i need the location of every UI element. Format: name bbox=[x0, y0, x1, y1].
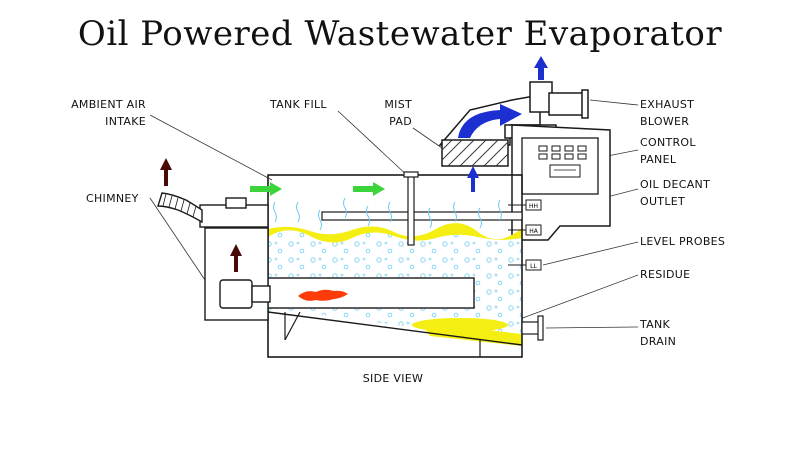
leader-ambient-air bbox=[149, 114, 273, 181]
flame bbox=[298, 289, 348, 301]
leader-residue bbox=[511, 274, 639, 323]
leader-level-probes bbox=[542, 241, 639, 266]
leader-tank-fill bbox=[337, 110, 411, 179]
level-probes bbox=[508, 199, 542, 271]
exhaust-arrow-pad bbox=[467, 166, 479, 192]
air-intake-arrow-1 bbox=[250, 182, 282, 196]
label-control-panel: CONTROL PANEL bbox=[640, 136, 696, 166]
label-chimney: CHIMNEY bbox=[86, 192, 139, 205]
exhaust-arrow-curved bbox=[458, 104, 522, 138]
label-tank-fill: TANK FILL bbox=[270, 98, 327, 111]
label-side-view: SIDE VIEW bbox=[362, 372, 424, 385]
probe-hh-label: HH bbox=[529, 203, 538, 210]
steam-wisps bbox=[273, 197, 502, 231]
label-level-probes: LEVEL PROBES bbox=[640, 235, 726, 248]
probe-ll-label: LL bbox=[530, 263, 537, 270]
tank bbox=[267, 171, 544, 358]
mist-pad bbox=[441, 139, 509, 167]
label-mist-pad: MIST PAD bbox=[384, 98, 412, 128]
label-ambient-air-intake: AMBIENT AIR INTAKE bbox=[71, 98, 146, 128]
hot-air-arrow-burner bbox=[230, 244, 242, 272]
tank-fill-pipe bbox=[407, 174, 415, 246]
burner bbox=[219, 279, 253, 309]
diagram-title: Oil Powered Wastewater Evaporator bbox=[77, 14, 723, 54]
chimney-assembly bbox=[157, 192, 271, 321]
leader-mist-pad bbox=[412, 127, 443, 149]
label-residue: RESIDUE bbox=[640, 268, 691, 281]
label-oil-decant-outlet: OIL DECANT OUTLET bbox=[640, 178, 711, 208]
exhaust-arrow-up bbox=[534, 56, 548, 80]
label-tank-drain: TANK DRAIN bbox=[640, 318, 677, 348]
chimney-flex-duct bbox=[157, 192, 203, 224]
oil-decant-pipe bbox=[321, 211, 523, 221]
leader-tank-drain bbox=[545, 326, 639, 329]
leader-chimney bbox=[149, 197, 206, 281]
air-intake-arrow-2 bbox=[353, 182, 385, 196]
hot-air-arrow-chimney bbox=[160, 158, 172, 186]
probe-ha-label: HA bbox=[529, 228, 539, 235]
leader-exhaust-blower bbox=[589, 99, 639, 106]
tank-drain bbox=[521, 321, 541, 335]
label-exhaust-blower: EXHAUST BLOWER bbox=[640, 98, 695, 128]
oil-layer bbox=[268, 223, 522, 243]
control-panel-cabinet bbox=[511, 124, 611, 241]
combustion-tube bbox=[267, 277, 475, 309]
